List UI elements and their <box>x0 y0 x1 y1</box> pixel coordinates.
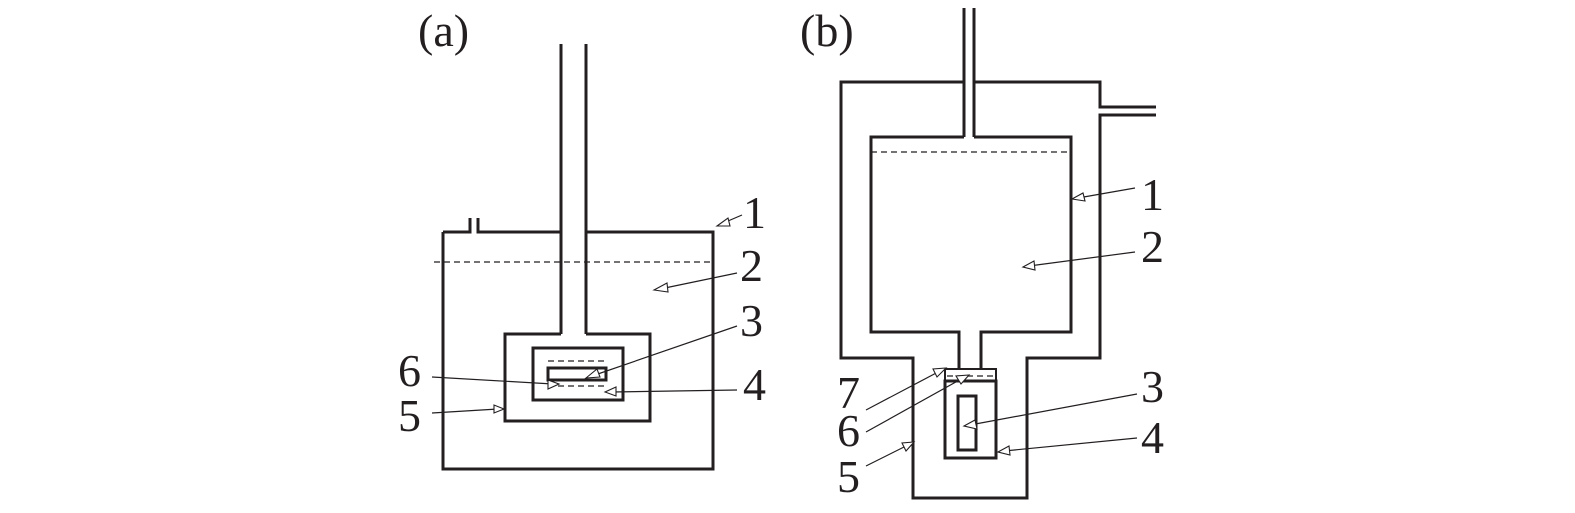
panel-a-holder <box>531 346 625 402</box>
panel-a-arrow-5 <box>493 404 506 414</box>
panel-a-leader-4 <box>611 389 738 393</box>
panel-b-arrow-2 <box>1021 260 1036 271</box>
panel-b-label-3: 3 <box>1141 361 1164 412</box>
panel-a-arrow-4 <box>603 386 617 397</box>
panel-a-inner-chamber <box>503 332 652 423</box>
panel-b-leader-2 <box>1028 251 1136 267</box>
panel-b-leader-5 <box>865 444 909 467</box>
panel-b-arrow-5 <box>901 441 916 452</box>
panel-a-title: (a) <box>418 5 469 56</box>
panel-b-label-4: 4 <box>1141 412 1164 463</box>
panel-a-arrow-2 <box>652 282 669 293</box>
panel-b-arrow-3 <box>962 419 978 430</box>
panel-a-arrow-6 <box>547 379 561 390</box>
panel-b-cap <box>944 368 997 382</box>
panel-b-label-1: 1 <box>1141 169 1164 220</box>
panel-a: (a) 1 2 3 4 5 6 <box>398 5 766 471</box>
panel-a-label-1: 1 <box>743 187 766 238</box>
panel-a-leader-5 <box>431 408 499 414</box>
panel-a-leader-6 <box>431 376 554 385</box>
panel-b-leader-7 <box>865 370 941 411</box>
panel-a-outer-vessel <box>441 218 715 471</box>
panel-a-label-6: 6 <box>398 345 421 396</box>
panel-b-arrow-4 <box>996 445 1011 456</box>
panel-a-sample <box>546 366 608 382</box>
panel-b-title: (b) <box>800 5 854 56</box>
panel-a-arrow-3 <box>584 368 601 379</box>
panel-b-leader-4 <box>1003 437 1138 452</box>
panel-b-reservoir <box>869 135 1073 369</box>
panel-b-label-6: 6 <box>837 405 860 456</box>
panel-a-label-3: 3 <box>740 295 763 346</box>
panel-a-arrow-1 <box>715 217 731 227</box>
panel-b-label-2: 2 <box>1141 221 1164 272</box>
panel-a-label-5: 5 <box>398 390 421 441</box>
panel-b: (b) 1 2 3 4 5 <box>800 5 1164 502</box>
panel-a-leader-3 <box>591 325 738 377</box>
panel-a-label-2: 2 <box>740 240 763 291</box>
panel-b-arrow-7 <box>932 367 948 378</box>
panel-b-holder <box>943 379 998 460</box>
panel-b-label-7: 7 <box>837 367 860 418</box>
panel-b-leader-1 <box>1077 187 1136 199</box>
panel-b-label-5: 5 <box>837 451 860 502</box>
panel-b-outer-jacket <box>839 80 1156 500</box>
panel-a-label-4: 4 <box>743 359 766 410</box>
panel-b-arrow-1 <box>1070 192 1086 202</box>
panel-b-leader-6 <box>865 377 964 433</box>
panel-b-leader-3 <box>969 393 1138 426</box>
panel-a-leader-2 <box>659 272 738 290</box>
panel-b-arrow-6 <box>955 374 971 385</box>
